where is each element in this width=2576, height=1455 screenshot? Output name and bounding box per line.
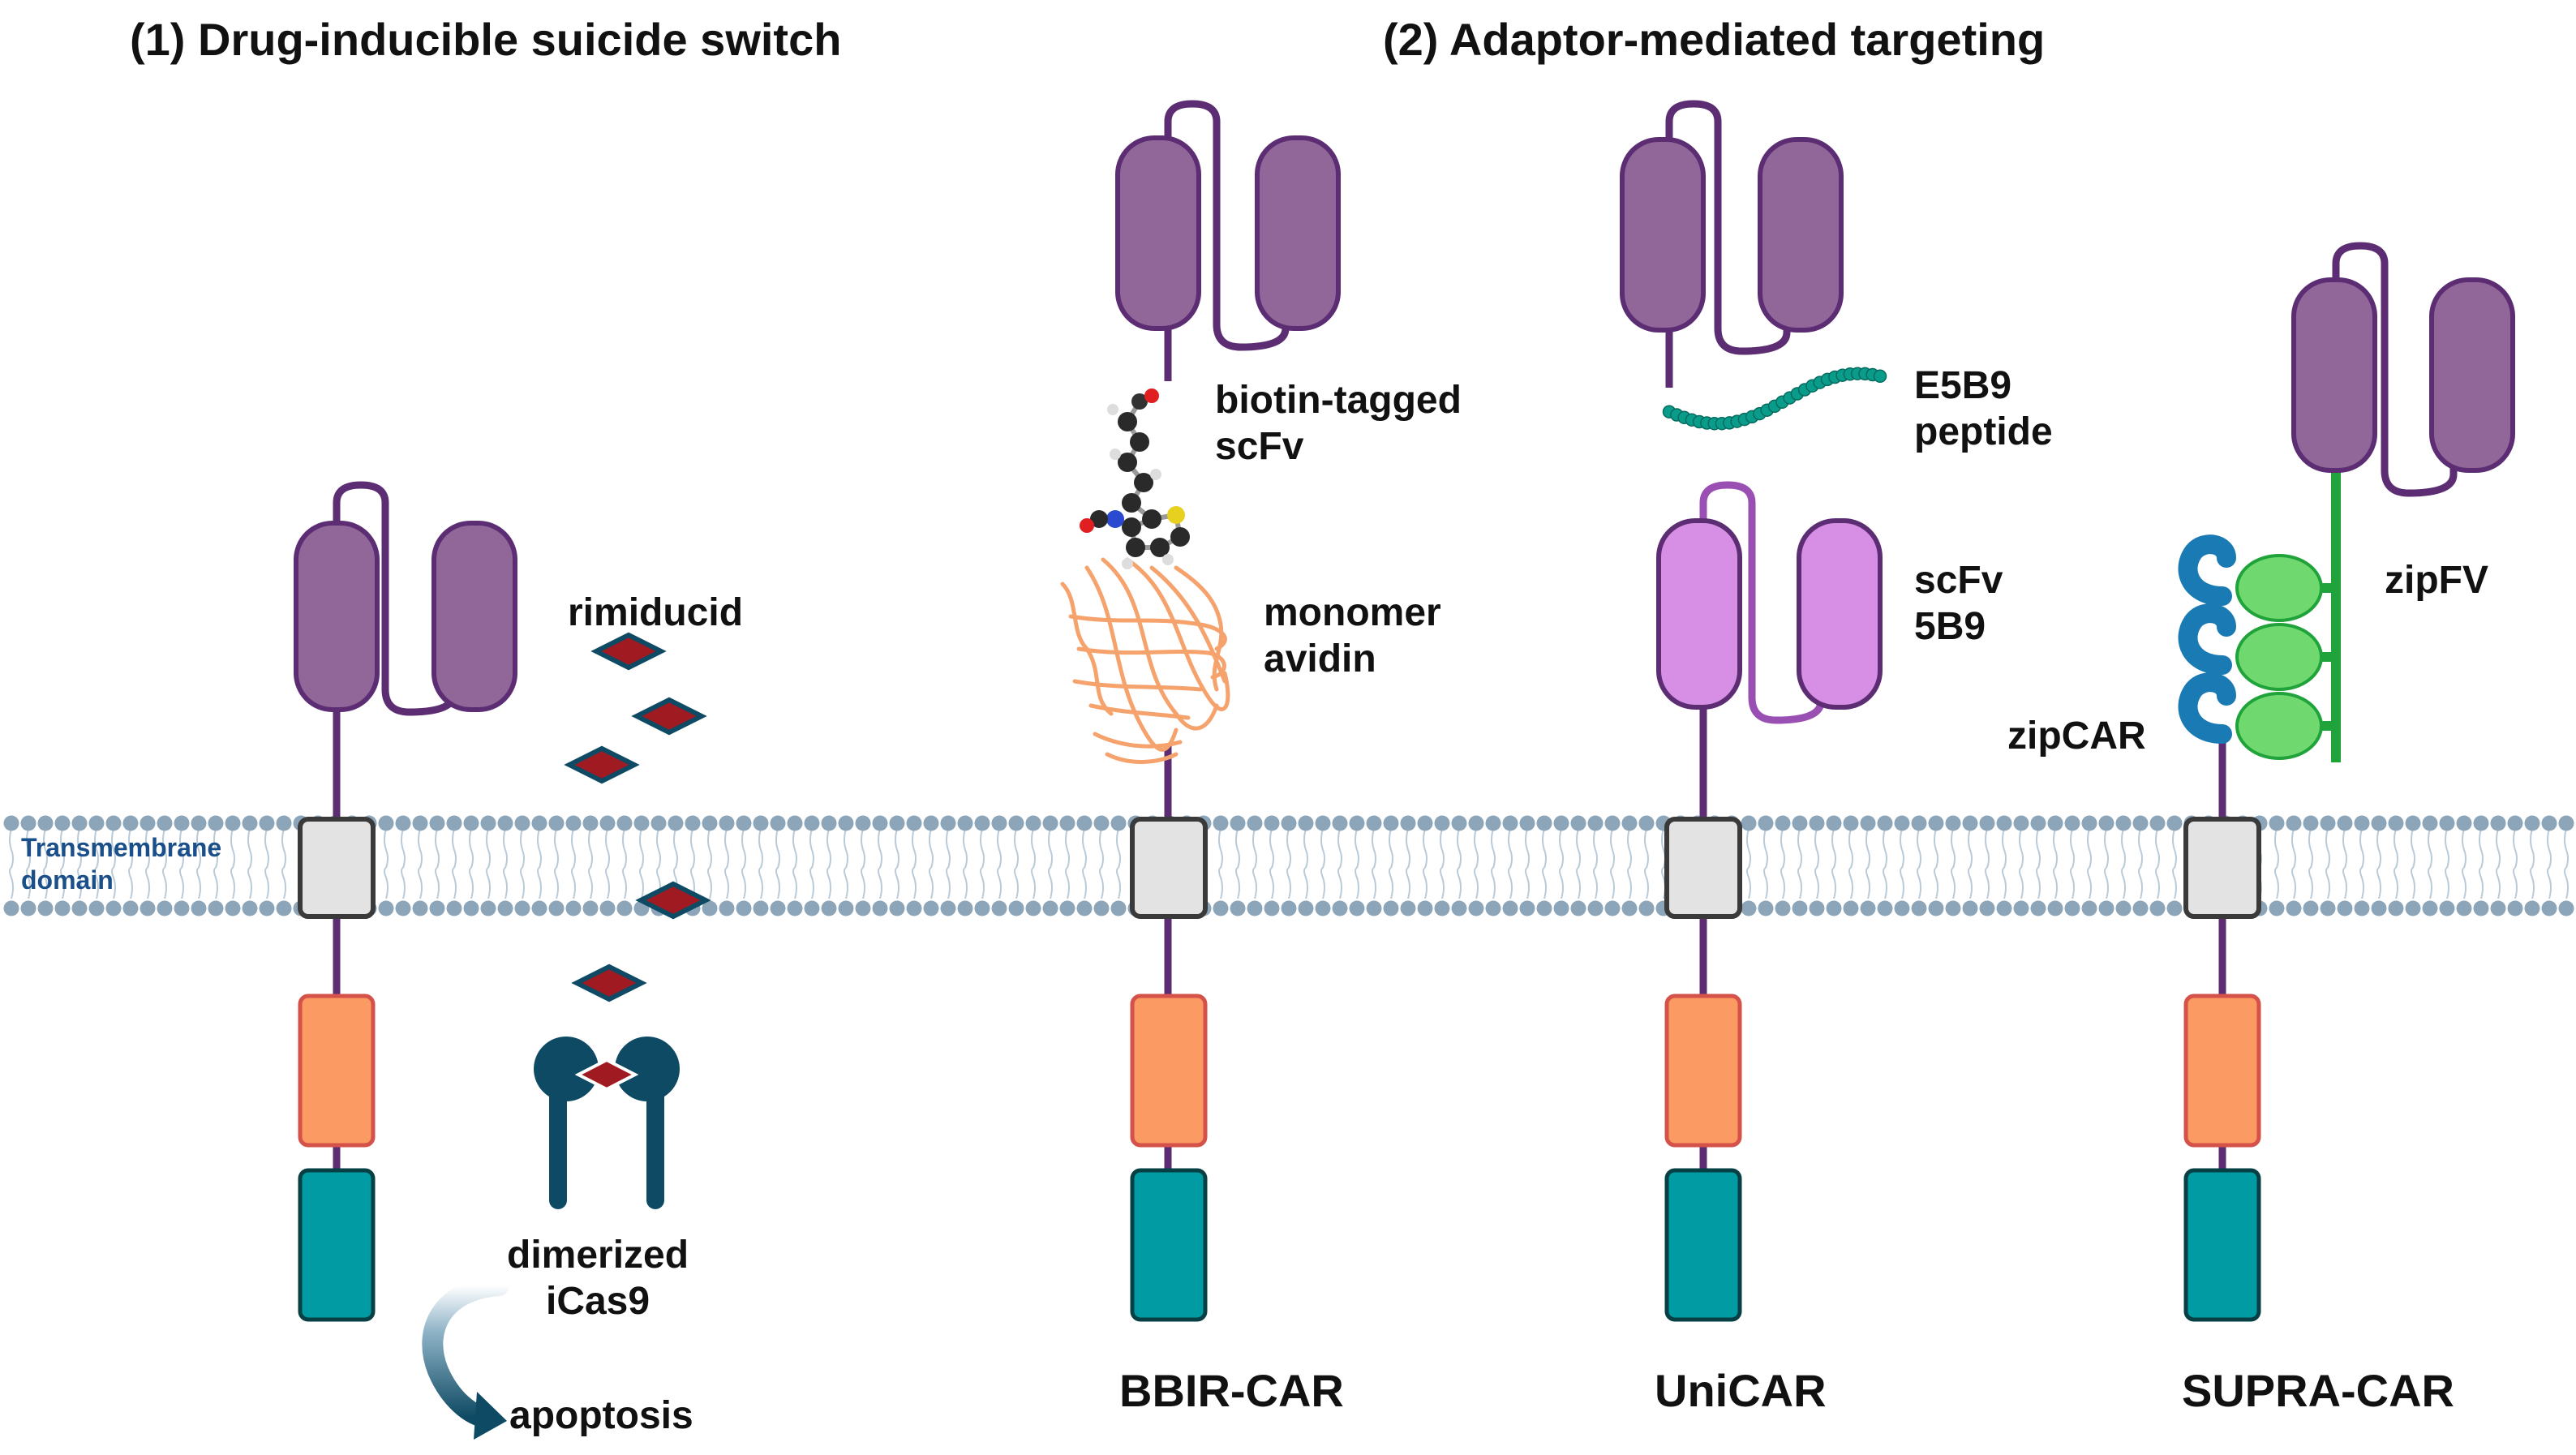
zipfv-label: zipFV [2385, 559, 2488, 602]
icas9-label: dimerized iCas9 [507, 1233, 689, 1324]
icas9-dimer-icon [534, 1037, 680, 1209]
signaling-domain [1130, 1168, 1208, 1322]
costimulatory-domain [1664, 994, 1742, 1148]
scfv-heavy-chain [294, 521, 380, 712]
car-construct-suicide [294, 481, 517, 1322]
avidin-label: monomer avidin [1264, 590, 1441, 682]
costimulatory-domain [2183, 994, 2261, 1148]
biotin-scfv-label: biotin-tagged scFv [1215, 378, 1462, 470]
heading-adaptor-targeting: (2) Adaptor-mediated targeting [1383, 14, 2046, 65]
transmembrane-box [298, 817, 376, 919]
biotin-scfv-label-line1: biotin-tagged [1215, 379, 1462, 422]
e5b9-label-line1: E5B9 [1914, 364, 2012, 407]
signaling-domain [1664, 1168, 1742, 1322]
zipcar-hooks-icon [2178, 534, 2236, 744]
icas9-label-line2: iCas9 [545, 1279, 650, 1323]
transmembrane-box [2183, 817, 2261, 919]
transmembrane-box [1130, 817, 1208, 919]
bbir-car-name: BBIR-CAR [1119, 1365, 1344, 1416]
scfv-5b9-label-line2: 5B9 [1914, 604, 1986, 648]
scfv-5b9-label: scFv 5B9 [1914, 558, 2003, 650]
biotin-tagged-scfv [1115, 100, 1341, 381]
signaling-domain [298, 1168, 376, 1322]
car-construct-supra [2183, 730, 2261, 1322]
avidin-ribbon-icon [1060, 557, 1230, 764]
transmembrane-box [1664, 817, 1742, 919]
car-construct-bbir [1130, 746, 1208, 1322]
membrane-label-line2: domain [21, 865, 114, 895]
zipcar-label: zipCAR [2007, 715, 2146, 758]
membrane-label-line1: Transmembrane [21, 833, 222, 862]
unicar-name: UniCAR [1655, 1365, 1827, 1416]
costimulatory-domain [1130, 994, 1208, 1148]
scfv-5b9-label-line1: scFv [1914, 559, 2003, 602]
scfv-5b9-light [1797, 518, 1883, 710]
car-construct-unicar [1656, 481, 1883, 1322]
icas9-label-line1: dimerized [507, 1234, 689, 1277]
e5b9-peptide-icon [1662, 367, 1887, 431]
e5b9-label: E5B9 peptide [1914, 363, 2053, 455]
avidin-label-line2: avidin [1264, 637, 1376, 680]
unicar-adaptor-scfv [1620, 100, 1844, 388]
biotin-scfv-label-line2: scFv [1215, 424, 1304, 468]
biotin-molecule-icon [1080, 388, 1190, 569]
membrane-label: Transmembrane domain [21, 831, 221, 896]
scfv-light-chain [431, 521, 517, 712]
supra-car-name: SUPRA-CAR [2182, 1365, 2454, 1416]
zipfv-adaptor [2235, 242, 2515, 762]
apoptosis-arrow-icon [422, 1275, 509, 1440]
e5b9-label-line2: peptide [1914, 410, 2053, 453]
costimulatory-domain [298, 994, 376, 1148]
signaling-domain [2183, 1168, 2261, 1322]
heading-suicide-switch: (1) Drug-inducible suicide switch [130, 14, 842, 65]
rimiducid-label: rimiducid [568, 591, 744, 634]
rimiducid-molecules [564, 632, 711, 1002]
avidin-label-line1: monomer [1264, 591, 1441, 634]
apoptosis-label: apoptosis [509, 1394, 693, 1437]
scfv-5b9-heavy [1656, 518, 1742, 710]
